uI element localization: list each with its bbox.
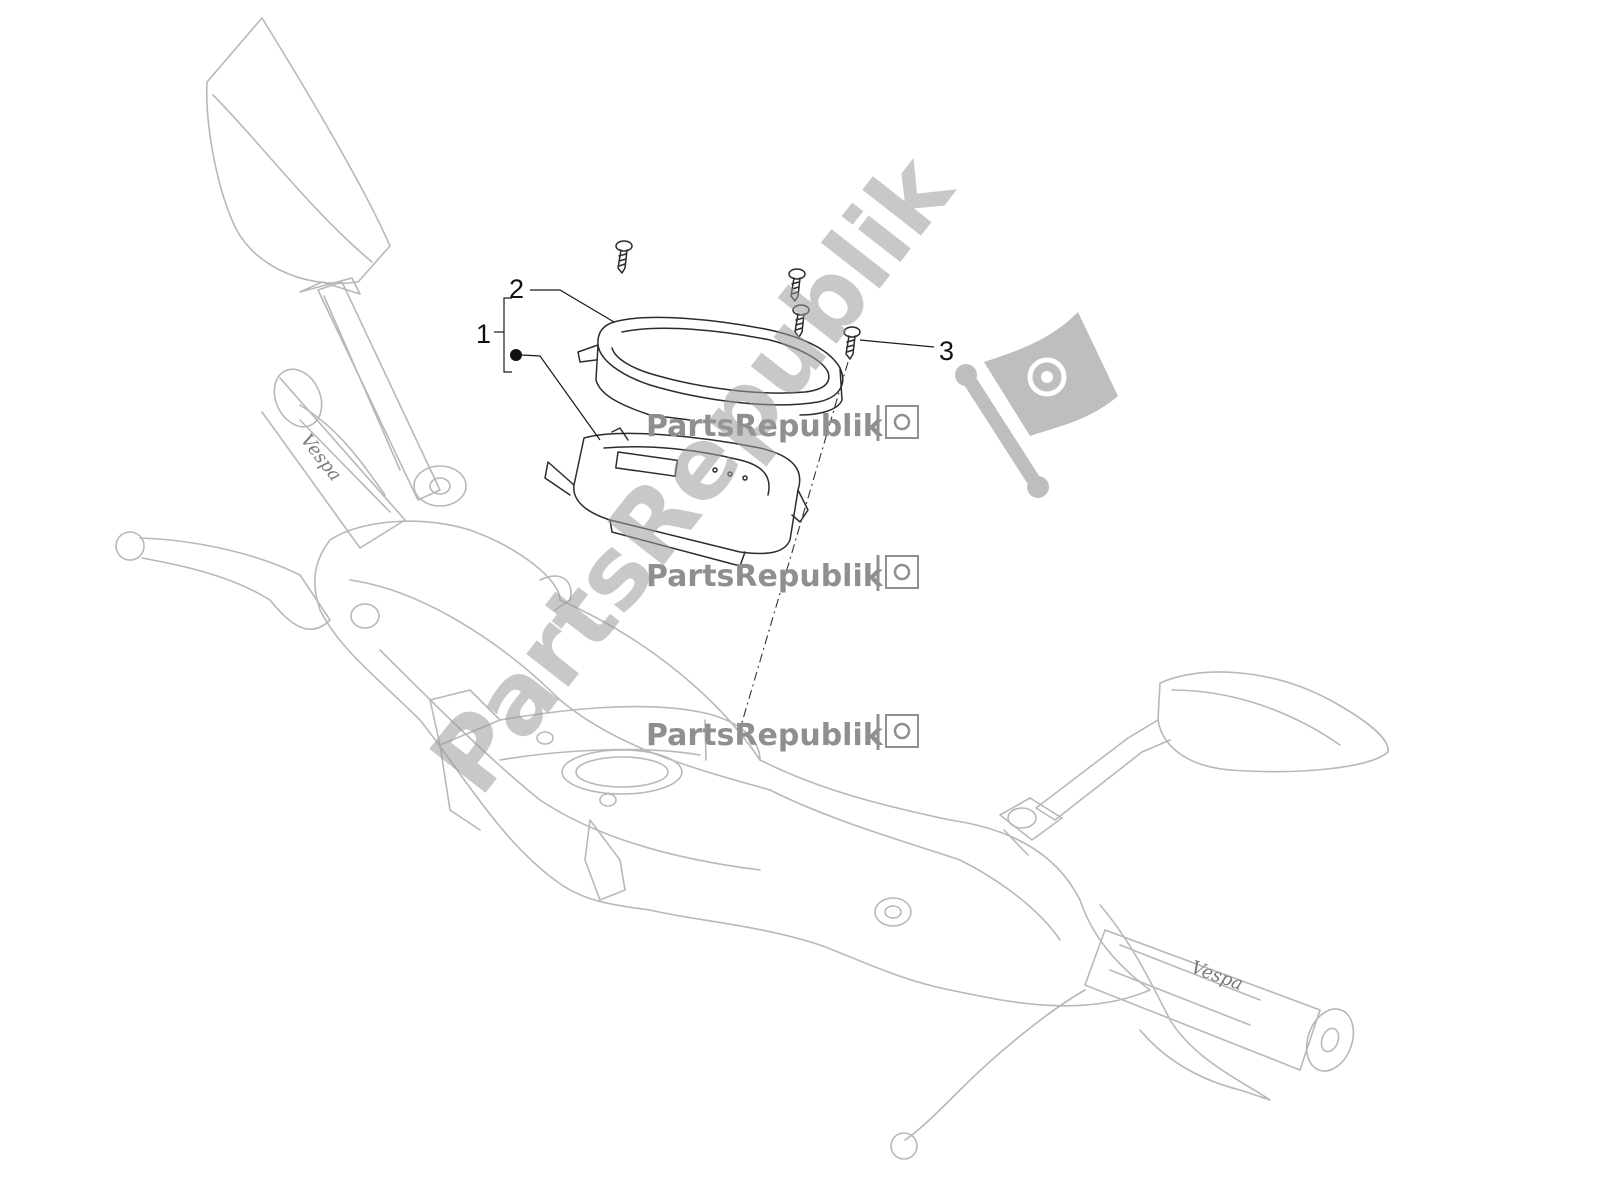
- instrument-lens-part-2: [577, 316, 844, 421]
- dashboard-housing: [429, 689, 761, 901]
- watermark-small-3: PartsRepublik: [646, 714, 919, 753]
- screw-1: [615, 240, 633, 274]
- right-grip-logo: Vespa: [1188, 957, 1245, 995]
- flag-gear-icon: [885, 714, 919, 748]
- svg-text:PartsRepublik: PartsRepublik: [646, 559, 884, 594]
- screw-2: [788, 268, 806, 302]
- callout-2: 2: [509, 274, 524, 304]
- left-grip-logo: Vespa: [296, 430, 345, 485]
- watermark-flag-logo: [955, 312, 1118, 498]
- assembly-axis-line: [737, 361, 849, 737]
- left-grip: Vespa: [261, 368, 406, 549]
- screw-3: [792, 304, 810, 338]
- svg-text:PartsRepublik: PartsRepublik: [646, 718, 884, 753]
- callout-1: 1: [476, 319, 491, 349]
- flag-gear-icon: [885, 405, 919, 439]
- watermark-small-1: PartsRepublik: [646, 405, 919, 444]
- callout-3: 3: [939, 336, 954, 366]
- screw-4: [843, 326, 861, 360]
- watermark-big: PartsRepublik: [409, 133, 977, 815]
- right-grip: Vespa: [1084, 929, 1355, 1072]
- leader-2: [530, 289, 615, 323]
- flag-pole-icon: [961, 371, 1043, 491]
- callout-leaders: [494, 289, 935, 441]
- right-mirror: [999, 671, 1389, 856]
- flag-gear-icon: [885, 555, 919, 589]
- right-brake-lever: [890, 904, 1271, 1160]
- bracket-1: [503, 297, 512, 373]
- watermark-small-2: PartsRepublik: [646, 555, 919, 594]
- gear-icon: [1027, 357, 1067, 397]
- svg-text:PartsRepublik: PartsRepublik: [646, 409, 884, 444]
- left-mirror: [205, 17, 467, 507]
- callout-dot: [510, 349, 522, 361]
- leader-dot: [521, 354, 601, 441]
- leader-3: [859, 339, 935, 348]
- left-brake-lever: [115, 531, 331, 631]
- svg-text:PartsRepublik: PartsRepublik: [409, 133, 977, 815]
- instrument-cluster: [544, 427, 809, 567]
